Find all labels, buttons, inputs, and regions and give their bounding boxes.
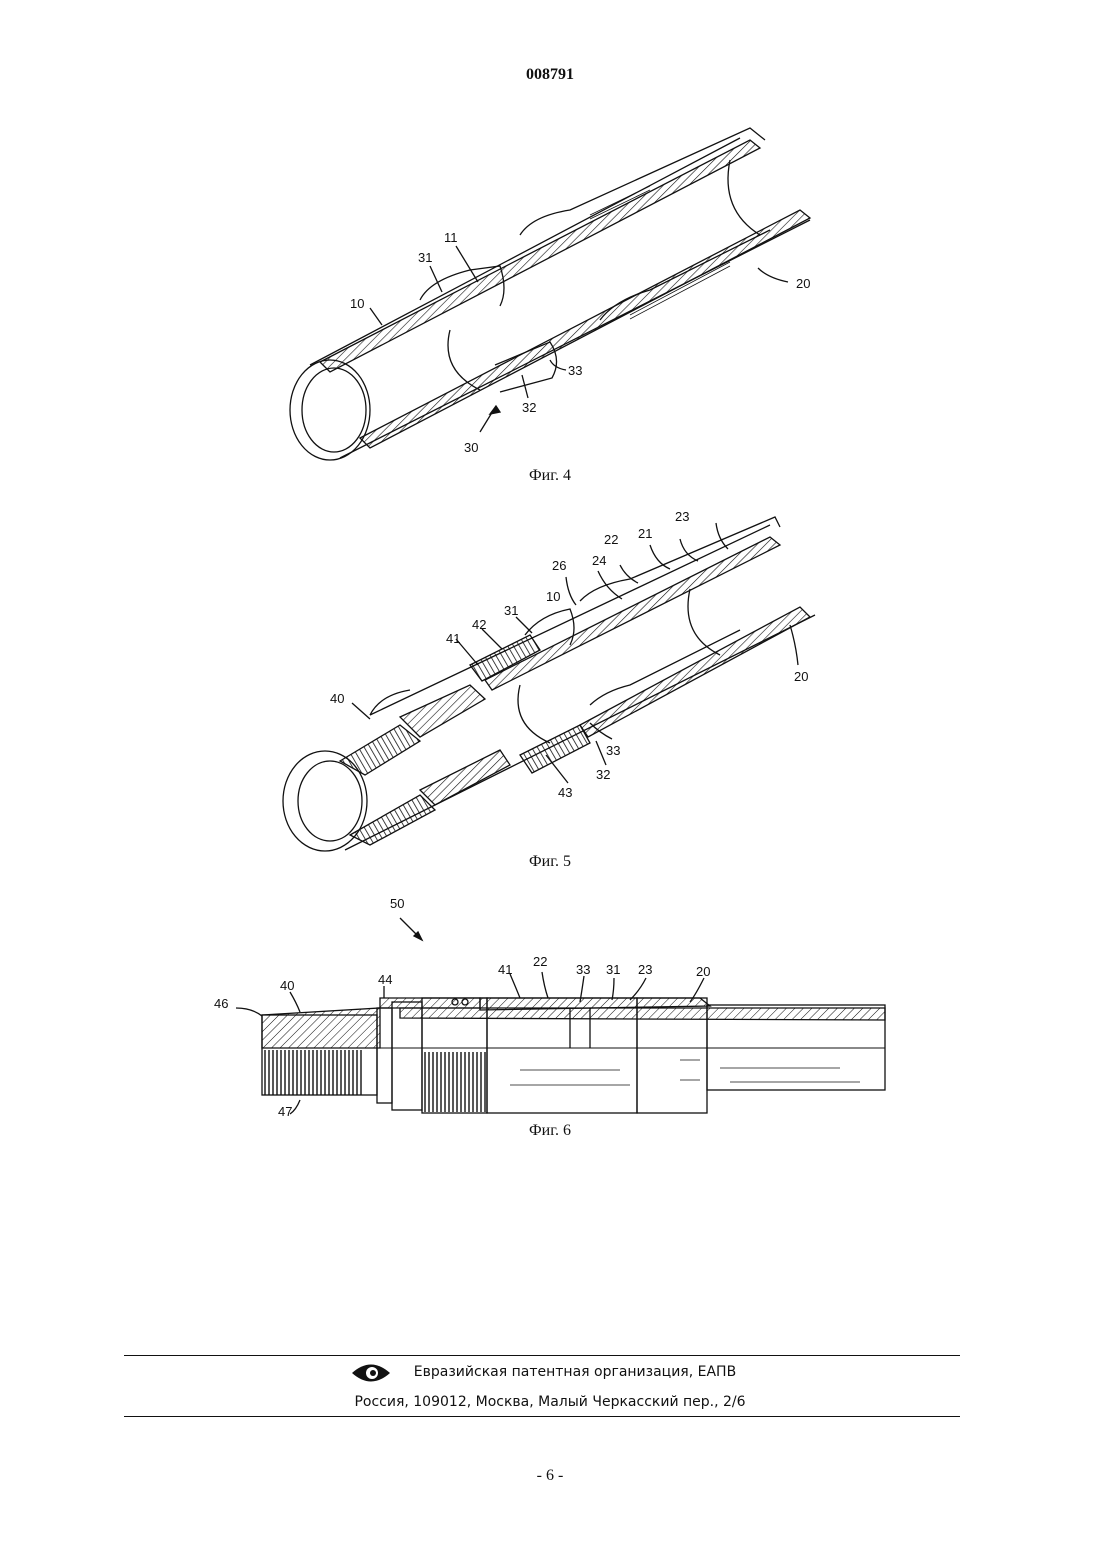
document-number: 008791 bbox=[0, 66, 1100, 84]
fig6-label-40: 40 bbox=[280, 978, 294, 993]
fig6-label-31: 31 bbox=[606, 962, 620, 977]
fig6-label-50: 50 bbox=[390, 896, 404, 911]
fig4-label-30: 30 bbox=[464, 440, 478, 455]
fig6-label-41: 41 bbox=[498, 962, 512, 977]
fig6-label-20: 20 bbox=[696, 964, 710, 979]
fig4-label-31: 31 bbox=[418, 250, 432, 265]
figure-6-caption: Фиг. 6 bbox=[450, 1122, 650, 1140]
fig5-label-33: 33 bbox=[606, 743, 620, 758]
fig5-label-20: 20 bbox=[794, 669, 808, 684]
figure-5-drawing: 40 41 42 31 10 26 24 22 21 23 20 33 32 4… bbox=[270, 505, 830, 855]
figure-5-caption: Фиг. 5 bbox=[450, 853, 650, 871]
fig6-label-47: 47 bbox=[278, 1104, 292, 1119]
page-number: - 6 - bbox=[0, 1467, 1100, 1485]
fig5-label-43: 43 bbox=[558, 785, 572, 800]
figure-4-drawing: 10 31 11 20 33 32 30 bbox=[270, 120, 830, 470]
fig4-label-11: 11 bbox=[444, 230, 458, 245]
footer-bottom-rule bbox=[124, 1416, 960, 1417]
footer-top-rule bbox=[124, 1355, 960, 1356]
fig5-label-42: 42 bbox=[472, 617, 486, 632]
fig5-label-10: 10 bbox=[546, 589, 560, 604]
fig5-label-23: 23 bbox=[675, 509, 689, 524]
footer-org-name: Евразийская патентная организация, ЕАПВ bbox=[0, 1364, 1100, 1380]
fig5-label-24: 24 bbox=[592, 553, 606, 568]
fig5-label-22: 22 bbox=[604, 532, 618, 547]
fig5-label-41: 41 bbox=[446, 631, 460, 646]
fig4-label-32: 32 bbox=[522, 400, 536, 415]
fig6-label-33: 33 bbox=[576, 962, 590, 977]
fig4-label-10: 10 bbox=[350, 296, 364, 311]
fig4-label-20: 20 bbox=[796, 276, 810, 291]
fig4-label-33: 33 bbox=[568, 363, 582, 378]
fig6-label-23: 23 bbox=[638, 962, 652, 977]
fig5-label-26: 26 bbox=[552, 558, 566, 573]
figure-6-drawing: 50 46 40 44 41 22 33 31 23 20 47 bbox=[200, 890, 900, 1130]
fig6-label-44: 44 bbox=[378, 972, 392, 987]
fig5-label-21: 21 bbox=[638, 526, 652, 541]
figure-4-caption: Фиг. 4 bbox=[450, 467, 650, 485]
fig6-label-22: 22 bbox=[533, 954, 547, 969]
fig5-label-32: 32 bbox=[596, 767, 610, 782]
footer-address: Россия, 109012, Москва, Малый Черкасский… bbox=[0, 1394, 1100, 1410]
fig5-label-40: 40 bbox=[330, 691, 344, 706]
fig6-label-46: 46 bbox=[214, 996, 228, 1011]
fig5-label-31: 31 bbox=[504, 603, 518, 618]
